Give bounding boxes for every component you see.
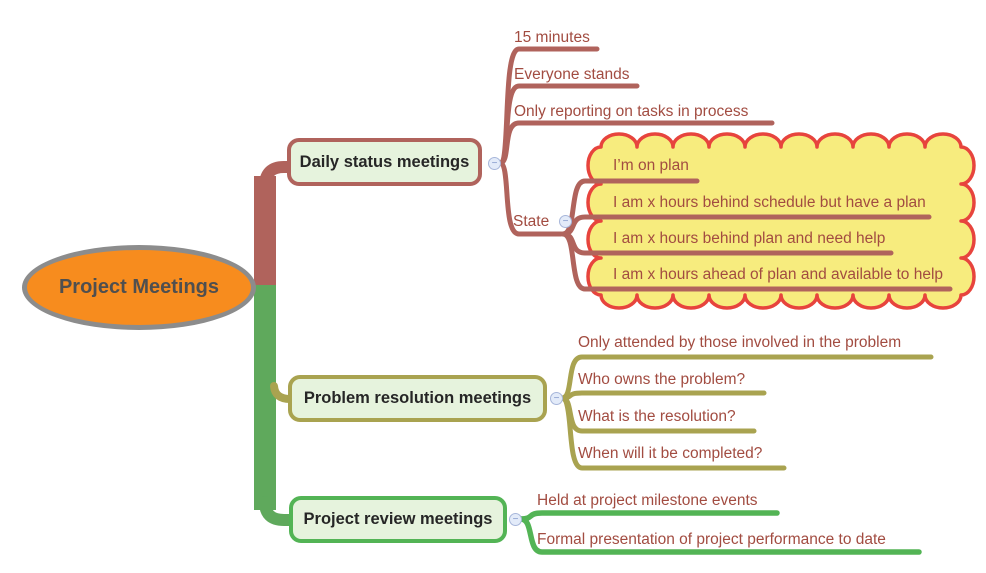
collapse-button-review[interactable]: − — [509, 513, 522, 526]
subtopic-held-at-milestones[interactable]: Held at project milestone events — [537, 492, 758, 509]
subtopic-when-completed[interactable]: When will it be completed? — [578, 445, 763, 462]
topic-label: Project review meetings — [303, 510, 493, 528]
topic-label: Daily status meetings — [299, 152, 470, 171]
subtopic-ahead-of-plan[interactable]: I am x hours ahead of plan and available… — [613, 266, 944, 283]
trunk-daily-corner — [259, 161, 295, 192]
fan-review — [518, 510, 922, 555]
branch-held-at-milestones — [518, 510, 780, 522]
topic-problem-resolution-meetings[interactable]: Problem resolution meetings — [288, 375, 547, 422]
subtopic-behind-schedule[interactable]: I am x hours behind schedule but have a … — [613, 194, 926, 211]
fan-problem — [559, 354, 934, 471]
subtopic-what-resolution[interactable]: What is the resolution? — [578, 408, 736, 425]
fan-state — [560, 178, 953, 292]
cloud-boundary — [586, 132, 976, 310]
subtopic-who-owns[interactable]: Who owns the problem? — [578, 371, 746, 388]
topic-label: Problem resolution meetings — [303, 389, 532, 407]
topic-daily-status-meetings[interactable]: Daily status meetings — [287, 138, 482, 186]
topic-project-review-meetings[interactable]: Project review meetings — [289, 496, 507, 543]
collapse-button-problem[interactable]: − — [550, 392, 563, 405]
subtopic-behind-plan[interactable]: I am x hours behind plan and need help — [613, 230, 886, 247]
trunk-green-corner — [259, 496, 297, 526]
collapse-button-state[interactable]: − — [559, 215, 572, 228]
branch-who-owns — [559, 390, 767, 401]
subtopic-on-plan[interactable]: I’m on plan — [613, 157, 689, 174]
root-topic[interactable]: Project Meetings — [22, 245, 256, 330]
branch-state — [497, 160, 564, 237]
branch-when-completed — [559, 395, 787, 471]
branch-formal-presentation — [518, 516, 922, 555]
subtopic-only-attended[interactable]: Only attended by those involved in the p… — [578, 334, 902, 351]
branch-ahead-of-plan — [560, 231, 953, 292]
subtopic-15-minutes[interactable]: 15 minutes — [514, 29, 590, 46]
subtopic-formal-presentation[interactable]: Formal presentation of project performan… — [537, 531, 886, 548]
subtopic-everyone-stands[interactable]: Everyone stands — [514, 66, 630, 83]
subtopic-state[interactable]: State — [513, 213, 550, 230]
collapse-button-daily[interactable]: − — [488, 157, 501, 170]
fan-daily — [497, 46, 775, 237]
subtopic-only-reporting[interactable]: Only reporting on tasks in process — [514, 103, 749, 120]
root-topic-label: Project Meetings — [58, 276, 220, 298]
